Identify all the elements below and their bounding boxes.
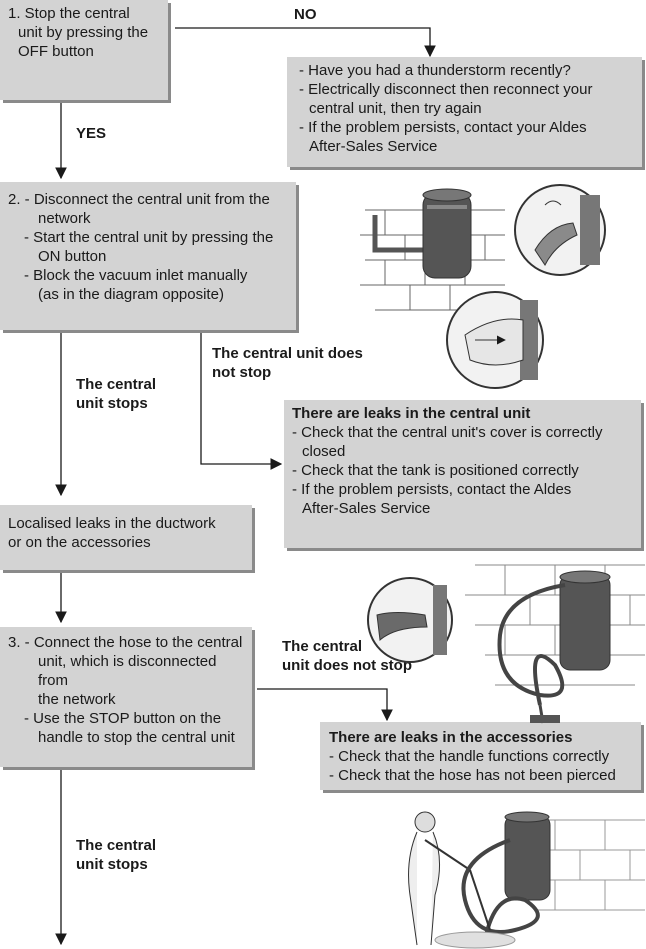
label-central-stops-2: The central unit stops <box>76 836 156 874</box>
label-central-stops-1: The central unit stops <box>76 375 156 413</box>
box-line: - If the problem persists, contact the A… <box>292 481 572 498</box>
central-unit-wall-illustration <box>360 184 606 389</box>
box-line: After-Sales Service <box>302 500 431 517</box>
arrow-not-stop-1 <box>200 333 283 470</box>
step-1-box: 1. Stop the central unit by pressing the… <box>0 0 168 100</box>
person-vacuuming-illustration <box>408 811 645 949</box>
label-line: The central <box>76 376 157 393</box>
leaks-central-unit-box: There are leaks in the central unit - Ch… <box>284 400 641 548</box>
label-central-does-not-stop-2: The central unit does not stop <box>282 637 412 675</box>
box-line: network <box>38 210 91 227</box>
hose-icon <box>461 838 540 941</box>
step-3-box: 3. - Connect the hose to the central uni… <box>0 627 252 767</box>
box-line: or on the accessories <box>8 534 151 551</box>
box-line: (as in the diagram opposite) <box>38 286 224 303</box>
box-line: ON button <box>38 248 107 265</box>
box-line: handle to stop the central unit <box>38 729 235 746</box>
box-line: 2. - Disconnect the central unit from th… <box>8 191 270 208</box>
box-line: After-Sales Service <box>309 138 438 155</box>
label-no: NO <box>294 6 317 23</box>
step-2-box: 2. - Disconnect the central unit from th… <box>0 182 296 330</box>
central-unit-icon <box>504 814 551 901</box>
box-line: - Check that the tank is positioned corr… <box>292 462 579 479</box>
box-line: central unit, then try again <box>309 100 482 117</box>
box-line: OFF button <box>18 43 94 60</box>
box-line: - Check that the hose has not been pierc… <box>329 767 616 784</box>
hose-icon <box>497 583 566 706</box>
box-line: unit by pressing the <box>18 24 149 41</box>
box-title: There are leaks in the central unit <box>292 405 531 422</box>
label-line: unit does not stop <box>282 657 412 674</box>
pipe-icon <box>372 215 430 253</box>
label-line: unit stops <box>76 395 148 412</box>
label-line: unit stops <box>76 856 148 873</box>
box-line: - Check that the central unit's cover is… <box>292 424 603 441</box>
box-line: - If the problem persists, contact your … <box>299 119 587 136</box>
label-line: not stop <box>212 364 272 381</box>
box-line: - Check that the handle functions correc… <box>329 748 610 765</box>
box-line: - Block the vacuum inlet manually <box>24 267 248 284</box>
box-line: 1. Stop the central <box>8 5 130 22</box>
label-central-does-not-stop-1: The central unit does not stop <box>212 344 363 382</box>
label-line: The central <box>282 638 363 655</box>
box-title: There are leaks in the accessories <box>329 729 573 746</box>
arrow-not-stop-2 <box>257 688 393 722</box>
label-line: The central <box>76 837 157 854</box>
central-unit-icon <box>559 574 611 671</box>
box-line: - Electrically disconnect then reconnect… <box>299 81 593 98</box>
box-line: - Start the central unit by pressing the <box>24 229 274 246</box>
leaks-accessories-box: There are leaks in the accessories - Che… <box>320 722 641 790</box>
box-line: the network <box>38 691 116 708</box>
hose-connection-illustration <box>367 564 645 724</box>
arrow-no <box>175 27 436 58</box>
box-line: Localised leaks in the ductwork <box>8 515 216 532</box>
thunderstorm-box: - Have you had a thunderstorm recently? … <box>287 57 642 167</box>
box-line: unit, which is disconnected from <box>38 653 217 689</box>
box-line: closed <box>302 443 346 460</box>
label-line: The central unit does <box>212 345 363 362</box>
label-yes: YES <box>76 125 107 142</box>
box-line: 3. - Connect the hose to the central <box>8 634 243 651</box>
box-line: - Have you had a thunderstorm recently? <box>299 62 571 79</box>
person-icon <box>414 811 436 833</box>
localised-leaks-box: Localised leaks in the ductwork or on th… <box>0 505 252 570</box>
box-line: - Use the STOP button on the <box>24 710 222 727</box>
